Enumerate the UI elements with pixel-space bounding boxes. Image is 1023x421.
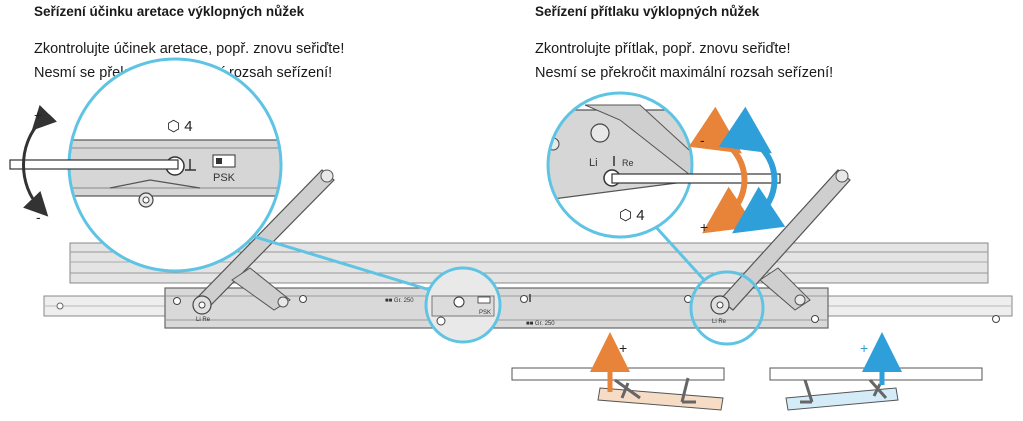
svg-text:Li Re: Li Re [712,319,727,325]
right-instruction-1: Zkontrolujte přítlak, popř. znovu seřiďt… [535,41,791,57]
bottom-blue-plus: + [860,340,868,356]
right-heading: Seřízení přítlaku výklopných nůžek [535,4,760,19]
right-hex-key [611,173,781,184]
center-detail-circle: PSK [424,266,502,344]
left-tool-size: ⬡ 4 [167,118,193,135]
orange-pressure-diagram: + [511,332,725,411]
left-minus-sign: - [36,209,41,225]
right-callout-line [653,224,707,283]
left-heading: Seřízení účinku aretace výklopných nůžek [34,4,305,19]
li-label: Li [589,157,598,169]
psk-label: PSK [213,172,236,184]
blue-plus-sign: + [738,127,746,143]
svg-text:PSK: PSK [479,310,491,316]
bottom-orange-plus: + [619,340,627,356]
right-instruction-2: Nesmí se překročit maximální rozsah seří… [535,65,834,81]
orange-plus-sign: + [700,219,708,235]
left-instruction-1: Zkontrolujte účinek aretace, popř. znovu… [34,41,345,57]
right-scissor-arm: Li Re [710,169,851,325]
svg-text:Li Re: Li Re [196,317,211,323]
svg-text:■■ Gr. 250: ■■ Gr. 250 [385,298,414,304]
re-label: Re [622,158,634,168]
blue-pressure-diagram: + [769,332,983,411]
left-plus-sign: + [34,107,42,123]
orange-minus-sign: - [700,132,705,148]
blue-minus-sign: - [740,217,745,233]
right-tool-size: ⬡ 4 [619,207,645,224]
right-zoom-circle: Li Re ⬡ 4 [546,91,694,239]
left-hex-key: + - [9,105,179,225]
rotation-arrows: - + + - [688,106,786,235]
svg-text:■■ Gr. 250: ■■ Gr. 250 [526,321,555,327]
right-detail-circle [689,270,765,346]
left-callout-line [225,226,431,292]
